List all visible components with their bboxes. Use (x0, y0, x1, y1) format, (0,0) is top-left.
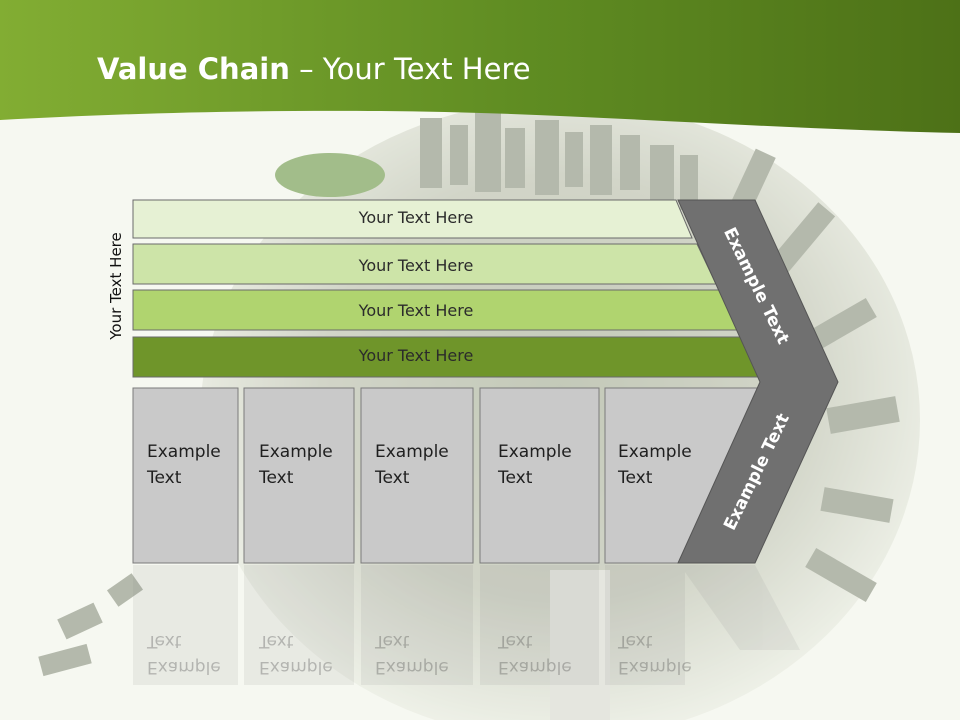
box-reflection-3: Example Text (375, 628, 449, 680)
band-shapes (132, 199, 764, 378)
box-line2: Text (618, 468, 653, 488)
box-line2: Text (498, 468, 533, 488)
box-line1: Example (498, 442, 572, 462)
box-reflection-2: Example Text (259, 628, 333, 680)
box-line1: Example (259, 442, 333, 462)
box-line2: Text (375, 468, 410, 488)
band-label-3: Your Text Here (358, 301, 474, 320)
boxes-reflection (133, 565, 800, 685)
slide-title: Value Chain – Your Text Here (97, 52, 531, 86)
chevron-arrow (677, 199, 839, 564)
box-line1: Example (147, 442, 221, 462)
box-line2: Text (147, 468, 182, 488)
reflection-line2: Text (259, 631, 294, 651)
title-rest: – Your Text Here (289, 52, 531, 86)
reflection-line1: Example (498, 657, 572, 677)
box-line2: Text (259, 468, 294, 488)
band-1 (132, 199, 693, 239)
side-label: Your Text Here (107, 232, 125, 340)
band-label-4: Your Text Here (358, 346, 474, 365)
band-label-2: Your Text Here (358, 256, 474, 275)
reflection-line2: Text (147, 631, 182, 651)
reflection-line1: Example (147, 657, 221, 677)
reflection-line1: Example (259, 657, 333, 677)
box-line1: Example (618, 442, 692, 462)
reflection-line1: Example (618, 657, 692, 677)
box-reflection-5: Example Text (618, 628, 692, 680)
band-label-1: Your Text Here (358, 208, 474, 227)
box-line1: Example (375, 442, 449, 462)
title-bold: Value Chain (97, 52, 290, 86)
reflection-line2: Text (618, 631, 653, 651)
reflection-line2: Text (375, 631, 410, 651)
box-reflection-4: Example Text (498, 628, 572, 680)
reflection-line1: Example (375, 657, 449, 677)
reflection-line2: Text (498, 631, 533, 651)
header-banner (0, 0, 960, 133)
example-box-shapes (132, 387, 763, 564)
box-reflection-1: Example Text (147, 628, 221, 680)
